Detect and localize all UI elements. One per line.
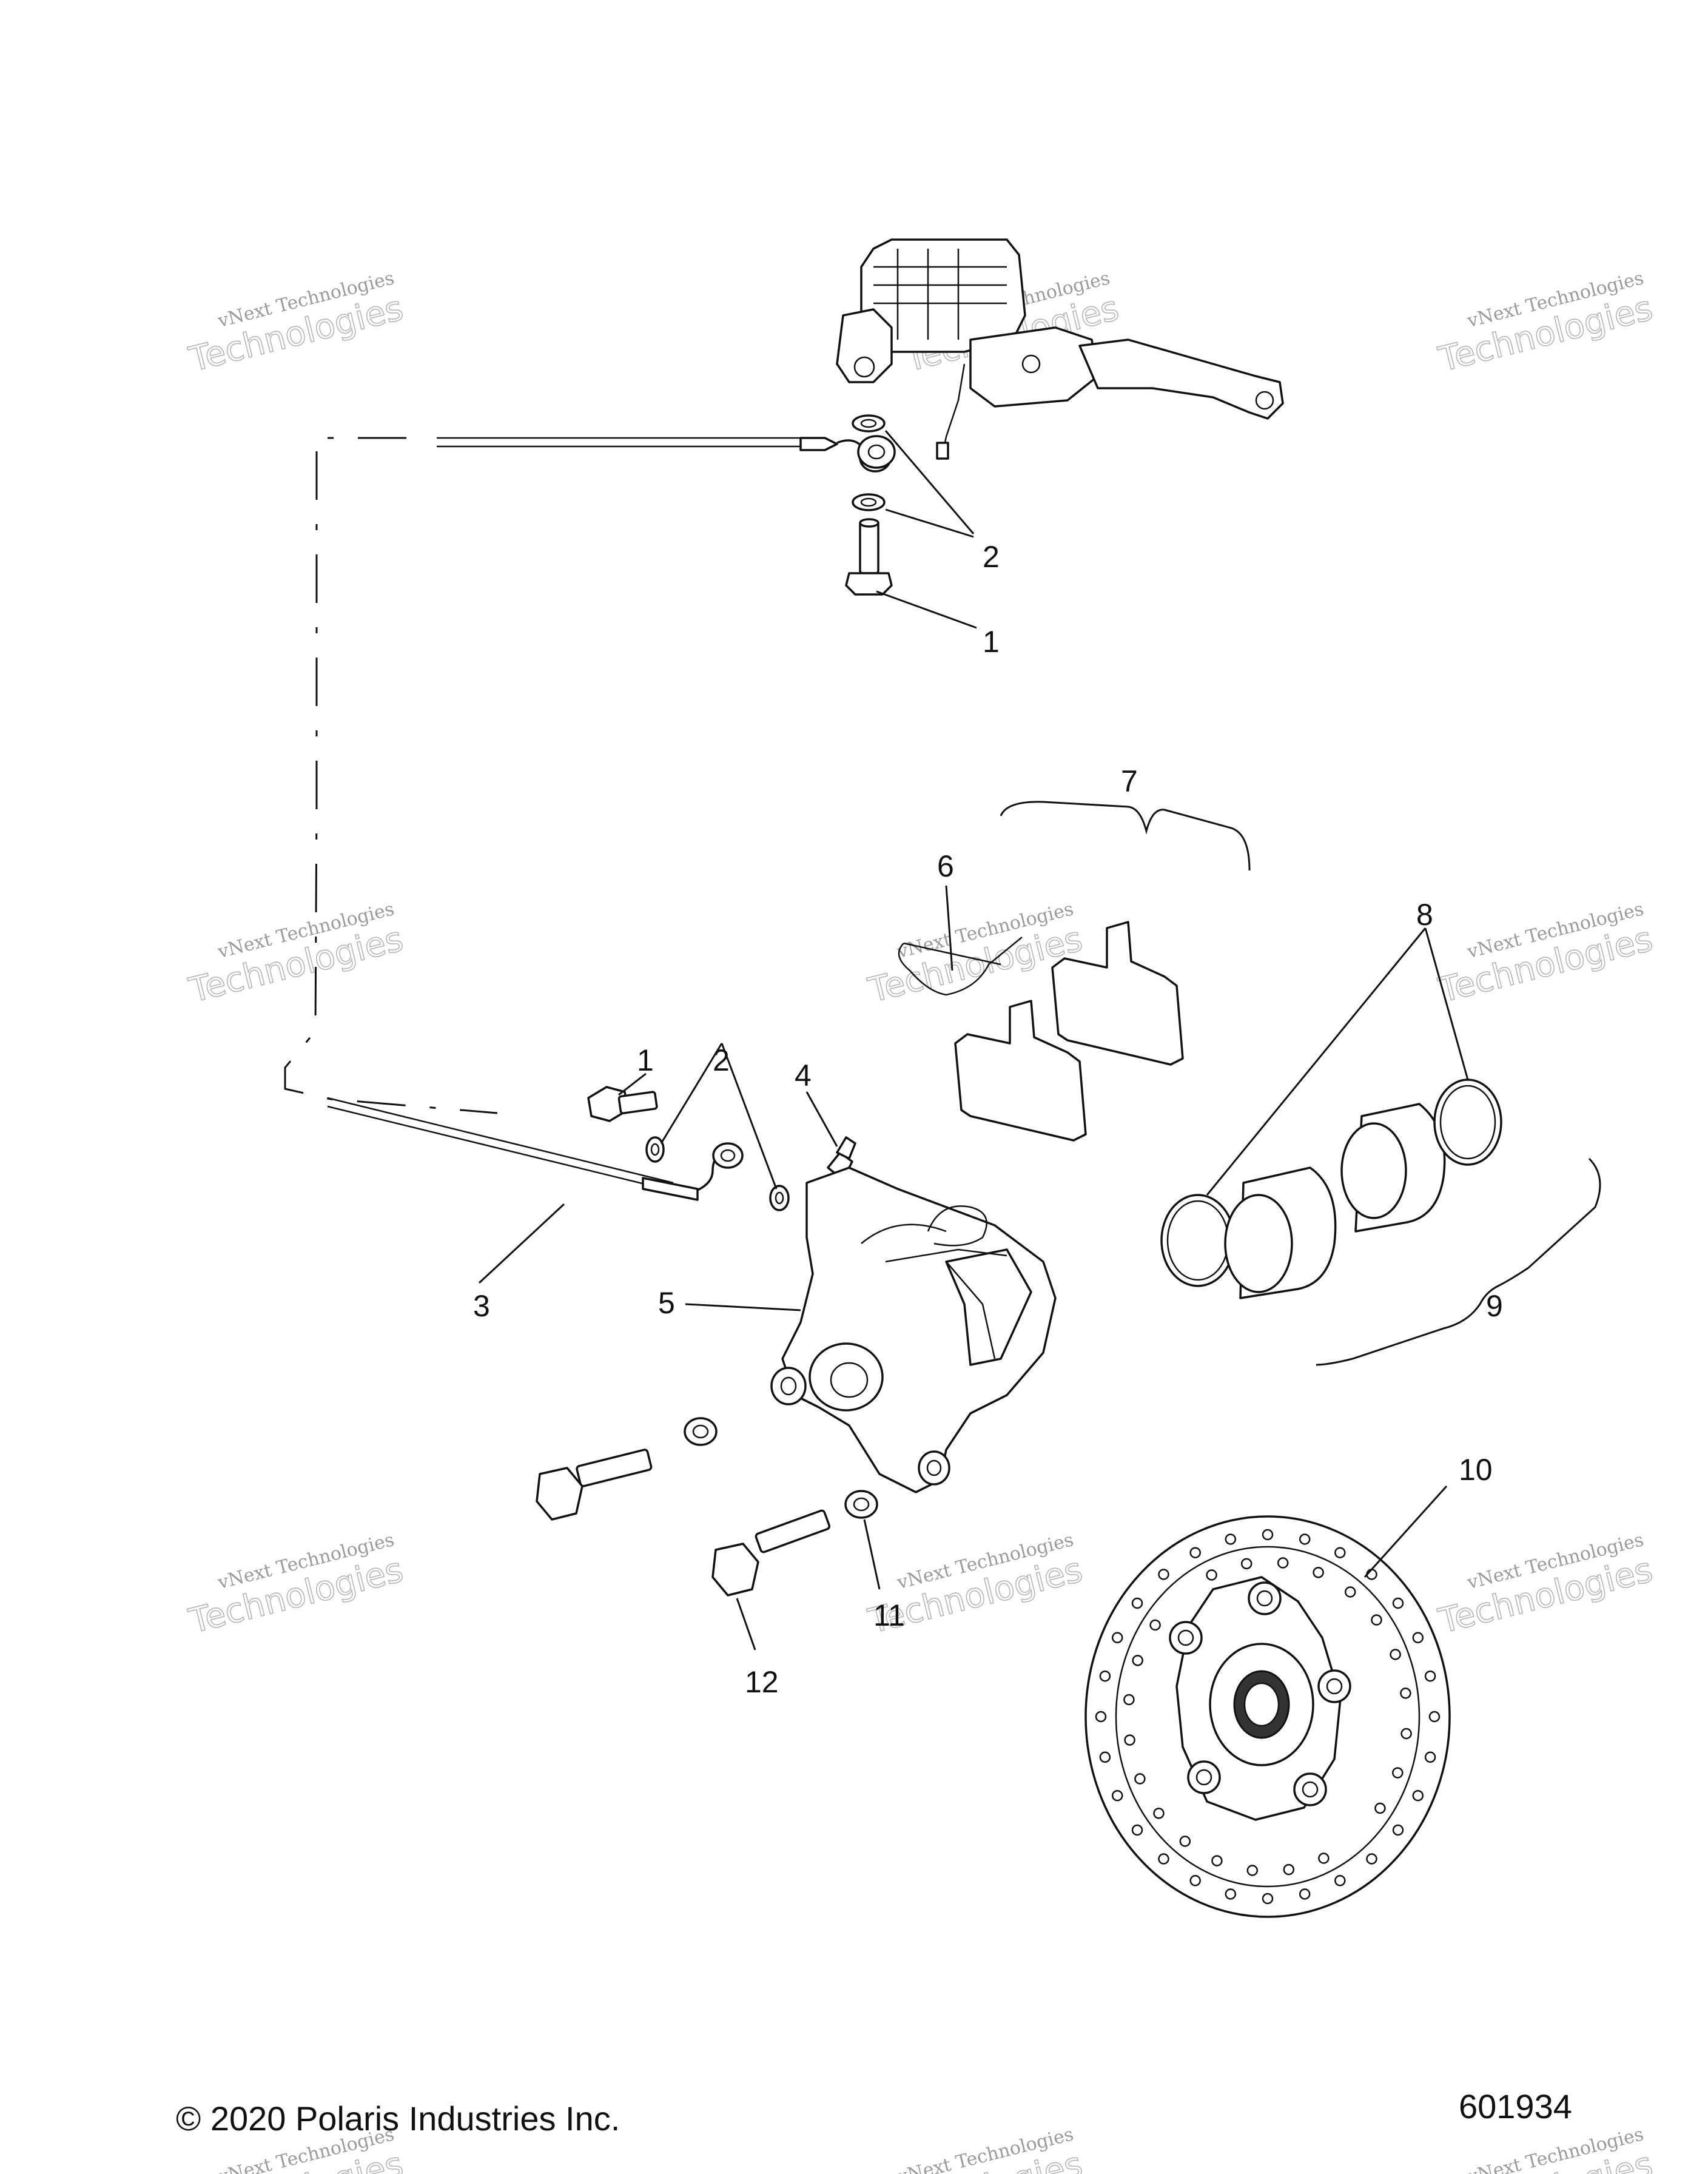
seal-ring-2 [1433,1079,1502,1166]
rotor-vent-hole [1424,1751,1436,1763]
rotor-vent-hole [1124,1734,1135,1746]
callout-3: 3 [473,1289,490,1323]
rotor-vent-hole [1189,1875,1201,1886]
watermark: vNext Technologies Technologies [864,898,1087,1011]
leader-lines [478,430,1469,1651]
rotor-vent-hole [1225,1888,1237,1900]
rotor-vent-hole [1158,1569,1169,1580]
callout-2-top: 2 [983,540,1000,574]
caliper-mount-bolt-upper [536,1449,653,1521]
callout-1-caliper: 1 [637,1043,654,1077]
piston-2 [1340,1103,1446,1233]
watermark: vNext Technologies Technologies [185,898,408,1011]
watermark: vNext Technologies Technologies [864,2124,1087,2174]
rotor-vent-hole [1371,1614,1382,1626]
rotor-vent-hole [1392,1824,1404,1836]
rotor-vent-hole [1099,1670,1111,1682]
piston-1 [1224,1166,1337,1299]
rotor-vent-hole [1153,1808,1165,1819]
rotor-vent-hole [1428,1711,1441,1723]
callout-6: 6 [937,849,954,883]
brake-line-path [284,437,498,1114]
bracket-brake-pads [1000,801,1251,871]
rotor-vent-hole [1111,1789,1123,1802]
rotor-vent-hole [1344,1586,1356,1598]
copyright-text: © 2020 Polaris Industries Inc. [176,2099,620,2138]
rotor-vent-hole [1400,1688,1411,1699]
pad-retaining-pin [898,937,1023,996]
rotor-vent-hole [1131,1824,1143,1836]
rotor-vent-hole [1211,1855,1223,1866]
rotor-vent-hole [1313,1567,1324,1578]
rotor-vent-hole [1189,1547,1201,1558]
bracket-pistons [1316,1157,1601,1366]
rotor-vent-hole [1412,1632,1424,1644]
brake-pad-front [954,1000,1087,1142]
rotor-vent-hole [1240,1558,1252,1570]
rotor-vent-hole [1246,1865,1259,1876]
seal-ring-1 [1160,1194,1236,1287]
callout-8: 8 [1416,898,1433,932]
rotor-vent-hole [1111,1632,1123,1644]
rotor-vent-hole [1262,1893,1274,1905]
watermark: vNext Technologies Technologies [185,1529,408,1642]
rotor-vent-hole [1206,1569,1217,1581]
rotor-vent-hole [1123,1694,1135,1706]
rotor-vent-hole [1412,1789,1424,1802]
rotor-vent-hole [1374,1802,1386,1814]
brake-line-lower [327,1097,744,1201]
brake-rotor [1084,1515,1451,1918]
brake-pad-rear [1051,921,1184,1066]
rotor-vent-hole [1400,1728,1412,1740]
rotor-vent-hole [1318,1853,1330,1864]
rotor-vent-hole [1366,1853,1377,1865]
rotor-vent-hole [1390,1649,1401,1660]
callout-2-caliper: 2 [713,1043,730,1077]
rotor-vent-hole [1132,1655,1143,1666]
rotor-vent-hole [1334,1547,1346,1558]
rotor-vent-hole [1299,1533,1311,1545]
callout-5: 5 [658,1286,675,1320]
rotor-vent-hole [1392,1597,1404,1609]
banjo-bolt-caliper [587,1086,658,1122]
brake-caliper [770,1166,1057,1493]
rotor-vent-hole [1277,1557,1289,1569]
rotor-vent-hole [1299,1888,1311,1900]
watermark: vNext Technologies Technologies [1434,898,1657,1011]
rotor-vent-hole [1099,1751,1111,1763]
callout-10: 10 [1459,1453,1493,1487]
callout-labels: 1 2 1 2 3 4 5 6 7 8 9 10 11 12 [473,540,1503,1699]
diagram-number: 601934 [1459,2087,1572,2125]
caliper-mount-bolt-lower [711,1509,831,1597]
rotor-vent-hole [1392,1767,1404,1779]
rotor-vent-holes [1095,1529,1441,1905]
rotor-vent-hole [1225,1533,1237,1545]
rotor-vent-hole [1334,1875,1346,1886]
master-cylinder-assembly [836,238,1284,473]
callout-11: 11 [873,1598,905,1632]
watermark: vNext Technologies Technologies [1434,1529,1657,1642]
rotor-vent-hole [1131,1597,1143,1609]
rotor-vent-hole [1424,1670,1436,1682]
rotor-vent-hole [1149,1619,1161,1631]
rotor-vent-hole [1158,1853,1169,1865]
callout-12: 12 [745,1665,779,1699]
watermark: vNext Technologies Technologies [185,268,408,380]
rotor-vent-hole [1095,1711,1107,1723]
brake-line-upper [437,414,896,596]
watermark: vNext Technologies Technologies [1434,268,1657,380]
watermark: vNext Technologies Technologies [1434,2124,1657,2174]
callout-1-top: 1 [983,625,1000,659]
rotor-vent-hole [1283,1863,1295,1876]
callout-7: 7 [1121,764,1138,798]
rotor-vent-hole [1179,1836,1191,1847]
callout-4: 4 [795,1058,812,1092]
banjo-bolt-top [845,518,893,596]
callout-9: 9 [1486,1289,1503,1323]
rotor-vent-hole [1262,1529,1274,1541]
rotor-vent-hole [1134,1773,1146,1785]
